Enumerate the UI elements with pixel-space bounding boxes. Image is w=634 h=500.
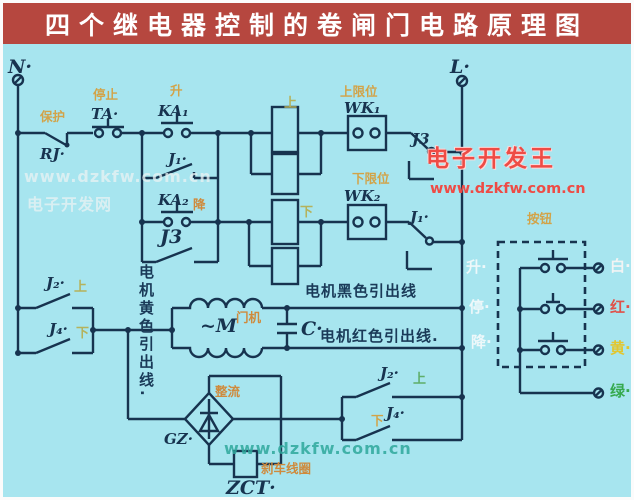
gz-label: GZ· [164, 430, 193, 448]
terminal-l [455, 74, 469, 440]
stop-label: 停止 [93, 87, 119, 102]
button-up-label: 升· [466, 258, 487, 276]
j4-contact-label: J₄· [49, 320, 68, 338]
wire-green-label: 绿· [610, 382, 631, 400]
j3-hold-contact [142, 246, 218, 264]
down-pushbutton [538, 332, 568, 343]
terminal-l-label: L· [450, 56, 470, 78]
terminal-n-label: N· [8, 56, 32, 78]
row1-control-wiring [18, 113, 348, 147]
capacitor [277, 308, 297, 348]
wk1-label: WK₁ [344, 99, 381, 117]
down-label: 降 [193, 197, 206, 212]
j3-changeover-contact [386, 131, 462, 181]
brake-coil-zct [207, 374, 283, 479]
ka1-start-button [161, 113, 193, 125]
wire-white-label: 白· [610, 257, 631, 275]
up-label: 升 [170, 83, 183, 98]
ka1-label: KA₁ [158, 102, 189, 120]
red-lead-wire [172, 346, 462, 359]
wire-yellow-label: 黄· [610, 339, 631, 357]
ka2-label: KA₂ [158, 191, 189, 209]
watermark-left-name: 电子开发网 [27, 195, 113, 214]
protect-label: 保护 [40, 109, 66, 124]
wk2-label: WK₂ [344, 187, 381, 205]
j2-contact-tag: 上 [74, 280, 88, 295]
j3-coil-tag: 下 [300, 205, 314, 220]
j1-contact-label: J₁· [410, 208, 429, 226]
button-down-label: 降· [471, 333, 492, 351]
j3-big-label: J3 [160, 226, 183, 248]
junction-dots [15, 130, 523, 422]
rectify-label: 整流 [215, 384, 241, 399]
yellow-lead-wire [126, 330, 185, 421]
black-lead-label: 电机黑色引出线 [305, 282, 418, 300]
button-panel-label: 按钮 [527, 211, 553, 226]
j4-main-contact-tag: 下 [371, 413, 384, 428]
page-title: 四个继电器控制的卷闸门电路原理图 [44, 10, 589, 40]
upper-limit-label: 上限位 [340, 84, 378, 99]
j4-main-contact-label: J₄· [386, 404, 405, 422]
button-panel [496, 240, 605, 399]
yellow-lead-label: 电机黄色引出线. [137, 264, 155, 399]
red-lead-label: 电机红色引出线. [320, 327, 439, 345]
watermark-left-url: www.dzkfw.com.cn [24, 167, 212, 186]
ta-label: TA· [91, 105, 119, 123]
up-pushbutton [538, 250, 568, 261]
motor-label: ~M [200, 315, 237, 337]
ka2-down-button [161, 202, 193, 214]
j1-aux-contact-label: J₁· [168, 150, 187, 168]
watermark-bottom-url: www.dzkfw.com.cn [224, 439, 412, 458]
brake-coil-label: 刹车线圈 [261, 461, 312, 476]
j2-main-contact-label: J₂· [380, 364, 399, 382]
diode-icon [197, 412, 221, 433]
rj-label: RJ· [40, 145, 65, 163]
limit-switch-wk2 [346, 203, 388, 241]
button-stop-label: 停· [469, 298, 490, 316]
ta-stop-button [92, 119, 124, 129]
j1-coil-tag: 上 [284, 96, 298, 111]
relay-coils-j1-j2 [249, 105, 323, 196]
wire-red-label: 红· [610, 298, 631, 316]
door-motor-label: 门机 [236, 310, 262, 325]
lower-limit-label: 下限位 [352, 171, 390, 186]
j3-contact-label: J3 [412, 130, 430, 148]
hold-contact-block [140, 133, 348, 264]
black-lead-wire [172, 297, 462, 310]
capacitor-label: C· [301, 318, 323, 340]
j4-main-contact [342, 424, 462, 442]
watermark-right-logo: 电子开发王 [426, 146, 556, 172]
j1-hold-contact [142, 162, 218, 180]
watermark-right-url: www.dzkfw.com.cn [430, 181, 586, 197]
zct-label: ZCT· [226, 477, 276, 499]
j2-main-contact-tag: 上 [413, 372, 427, 387]
j4-contact-tag: 下 [76, 326, 90, 341]
j2-main-contact [342, 381, 462, 399]
stop-pushbutton [546, 293, 560, 304]
j1-changeover-contact [386, 220, 462, 271]
j2-contact-label: J₂· [46, 274, 65, 292]
title-bar: 四个继电器控制的卷闸门电路原理图 [3, 3, 631, 44]
